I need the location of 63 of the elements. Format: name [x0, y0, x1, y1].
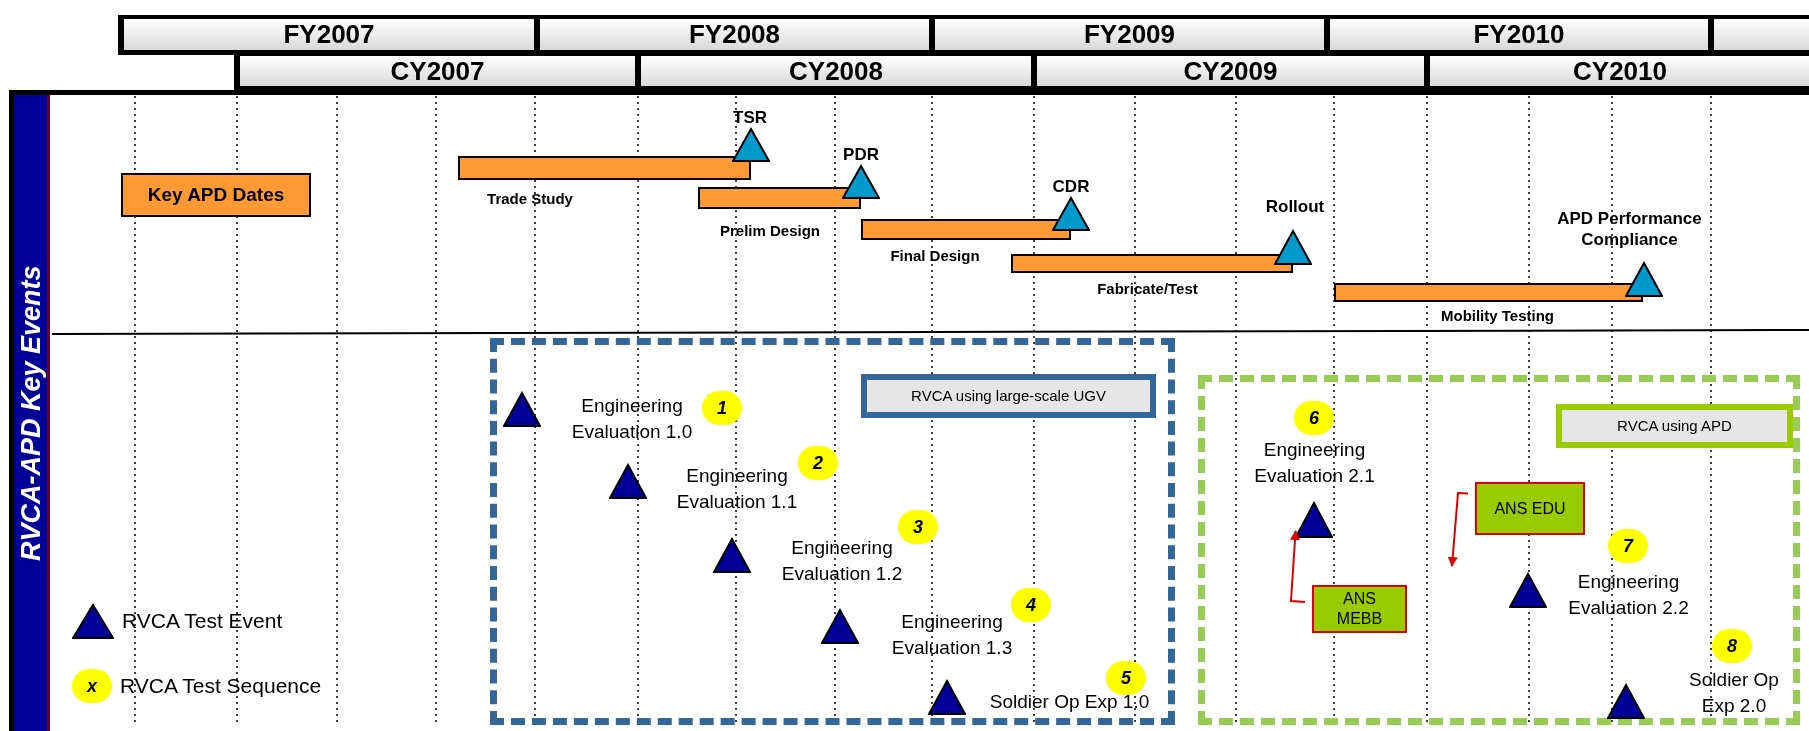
event-label: Engineering Evaluation 1.1 — [675, 464, 799, 515]
sequence-number: 6 — [1294, 401, 1334, 435]
test-event-triangle — [1509, 572, 1547, 608]
legend-text: RVCA Test Sequence — [120, 673, 322, 700]
calendar-year-cell: CY2009 — [1037, 56, 1424, 86]
event-label: Engineering Evaluation 2.2 — [1567, 570, 1690, 621]
milestone-triangle — [1052, 196, 1090, 231]
milestone-label: APD Performance Compliance — [1556, 208, 1703, 251]
test-event-triangle — [1295, 501, 1333, 538]
task-bar — [698, 187, 861, 209]
task-bar — [1011, 254, 1293, 273]
event-label: Engineering Evaluation 1.0 — [570, 394, 694, 445]
legend-number-icon: x — [72, 669, 112, 703]
task-label: Prelim Design — [718, 221, 821, 241]
side-title: RVCA-APD Key Events — [14, 265, 47, 561]
arrow — [1289, 530, 1306, 603]
annotation-box: ANS EDU — [1475, 482, 1585, 535]
sequence-number: 1 — [702, 391, 742, 425]
fiscal-year-cell: FY2008 — [540, 19, 929, 50]
milestone-label: TSR — [732, 107, 768, 129]
test-event-triangle — [713, 537, 751, 573]
calendar-year-cell: CY2007 — [240, 56, 635, 86]
test-event-triangle — [503, 391, 541, 427]
milestone-triangle — [1274, 229, 1312, 265]
event-label: Engineering Evaluation 1.3 — [890, 610, 1014, 661]
task-label: Final Design — [889, 246, 981, 266]
sequence-number: 4 — [1011, 588, 1051, 622]
milestone-label: CDR — [1051, 176, 1091, 198]
sequence-number: 2 — [798, 446, 838, 480]
milestone-label: PDR — [842, 144, 880, 166]
sequence-number: 8 — [1712, 629, 1752, 663]
calendar-year-cell: CY2010 — [1430, 56, 1809, 86]
task-label: Trade Study — [486, 189, 574, 209]
calendar-year-cell: CY2008 — [641, 56, 1031, 86]
event-label: Soldier Op Exp 2.0 — [1688, 668, 1780, 719]
test-event-triangle — [928, 679, 966, 715]
annotation-box: ANS MEBB — [1312, 585, 1407, 633]
fiscal-year-cell: FY2007 — [124, 19, 534, 50]
event-label: Engineering Evaluation 2.1 — [1253, 438, 1376, 489]
test-event-triangle — [609, 463, 647, 499]
sequence-number: 7 — [1608, 529, 1648, 563]
test-event-triangle — [1607, 683, 1645, 719]
phase-group-box — [1198, 375, 1800, 725]
task-label: Fabricate/Test — [1096, 279, 1199, 299]
task-label: Mobility Testing — [1439, 306, 1556, 326]
sequence-number: 5 — [1106, 661, 1146, 695]
milestone-triangle — [732, 127, 770, 162]
sequence-number: 3 — [898, 510, 938, 544]
task-bar — [861, 219, 1071, 240]
milestone-label: Rollout — [1264, 196, 1326, 218]
milestone-triangle — [1625, 261, 1663, 297]
key-dates-box: Key APD Dates — [121, 173, 311, 217]
test-event-triangle — [821, 608, 859, 644]
phase-tag: RVCA using large-scale UGV — [861, 374, 1156, 418]
milestone-triangle — [842, 164, 880, 199]
task-bar — [1334, 283, 1643, 302]
phase-group-box — [490, 338, 1175, 725]
task-bar — [458, 156, 751, 180]
arrow — [1447, 491, 1469, 567]
legend-text: RVCA Test Event — [122, 608, 283, 635]
phase-tag: RVCA using APD — [1556, 404, 1793, 448]
fiscal-year-cell: FY2010 — [1330, 19, 1708, 50]
fiscal-year-cell: FY2009 — [935, 19, 1324, 50]
